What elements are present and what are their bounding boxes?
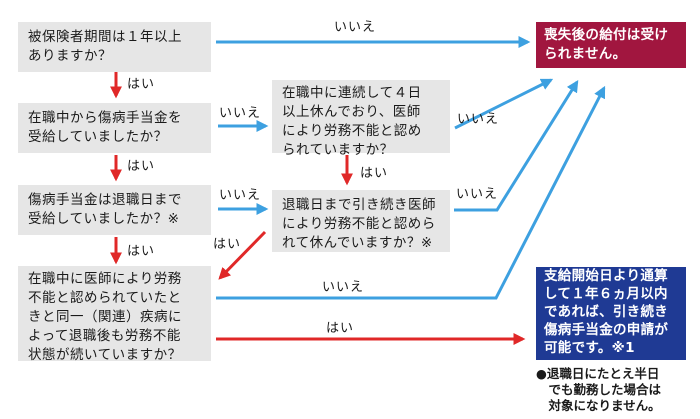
label-no-q2: いいえ xyxy=(219,106,262,121)
question-box-received-until-retirement: 傷病手当金は退職日まで 受給していましたか？※ xyxy=(18,185,211,235)
arrow-q5-no xyxy=(454,78,554,130)
result-eligible: 支給開始日より通算 して１年６ヵ月以内 であれば、引き続き 傷病手当金の申請が … xyxy=(536,267,686,360)
arrow-q4-no xyxy=(216,85,606,300)
label-no-q5: いいえ xyxy=(457,112,500,127)
question-box-four-days-off: 在職中に連続して４日 以上休んでおり、医師 により労務不能と認め られていますか… xyxy=(272,80,450,158)
question-box-same-illness: 在職中に医師により労務 不能と認められていたと きと同一（関連）疾病に よって退… xyxy=(18,266,211,363)
label-no-q3: いいえ xyxy=(219,188,262,203)
label-yes-q3: はい xyxy=(127,244,156,259)
question-box-received-in-employment: 在職中から傷病手当金を 受給していましたか？ xyxy=(18,103,211,153)
footnote: ●退職日にたとえ半日 でも勤務した場合は 対象になりません。 xyxy=(536,366,662,413)
label-yes-q2: はい xyxy=(127,159,156,174)
label-no-q1: いいえ xyxy=(334,20,377,35)
label-no-q4: いいえ xyxy=(322,280,365,295)
label-no-q6: いいえ xyxy=(456,187,499,202)
label-yes-q5: はい xyxy=(360,166,389,181)
label-yes-q6: はい xyxy=(213,237,242,252)
question-box-insured-period: 被保険者期間は１年以上 ありますか？ xyxy=(18,22,211,72)
label-yes-q4: はい xyxy=(326,321,355,336)
label-yes-q1: はい xyxy=(127,77,156,92)
question-box-continuous-off: 退職日まで引き続き医師 により労務不能と認めら れて休んでいますか？※ xyxy=(272,190,450,252)
result-no-benefit: 喪失後の給付は受け られません。 xyxy=(536,22,686,68)
arrow-q6-no xyxy=(454,79,579,212)
arrow-q6-yes xyxy=(218,230,267,280)
